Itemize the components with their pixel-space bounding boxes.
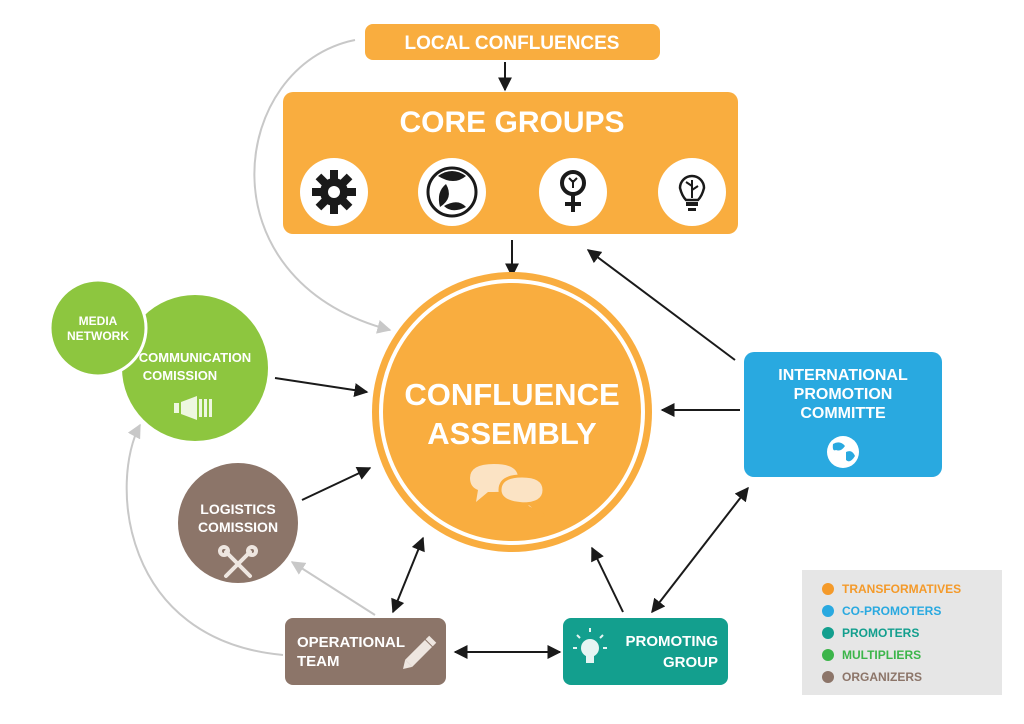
international-label-1: INTERNATIONAL xyxy=(778,367,908,384)
gear-icon xyxy=(300,158,368,226)
confluence-label: CONFLUENCE xyxy=(404,377,619,412)
tools-icon xyxy=(218,545,258,578)
legend-label-multipliers: MULTIPLIERS xyxy=(842,648,921,662)
arrow-logistics-to-assembly xyxy=(301,467,372,501)
promoting-group-node: PROMOTING GROUP xyxy=(563,618,728,685)
assembly-label: ASSEMBLY xyxy=(427,416,597,451)
megaphone-icon xyxy=(174,396,212,420)
leaves-cycle-icon xyxy=(418,158,486,226)
local-confluences-label: LOCAL CONFLUENCES xyxy=(405,33,620,54)
arrow-communication-to-assembly xyxy=(274,377,369,398)
female-symbol-icon xyxy=(539,158,607,226)
confluence-assembly-node: CONFLUENCE ASSEMBLY xyxy=(372,272,652,552)
pencil-icon xyxy=(403,635,437,669)
promoting-label-2: GROUP xyxy=(663,654,718,671)
lightbulb-sprout-icon xyxy=(658,158,726,226)
communication-label-2: COMISSION xyxy=(143,368,217,383)
international-committe-node: INTERNATIONAL PROMOTION COMMITTE xyxy=(744,352,942,477)
communication-comission-node: MEDIA NETWORK COMMUNICATION COMISSION xyxy=(48,278,268,441)
logistics-label-2: COMISSION xyxy=(198,519,278,535)
international-label-3: COMMITTE xyxy=(800,405,886,422)
legend-item-multipliers: MULTIPLIERS xyxy=(822,648,921,662)
lightbulb-icon xyxy=(573,628,607,663)
arrow-operational-to-logistics xyxy=(290,561,376,616)
core-groups-label: CORE GROUPS xyxy=(399,106,624,139)
arrow-operational-assembly xyxy=(391,536,425,614)
arrow-operational-to-communication xyxy=(125,423,284,656)
logistics-comission-node: LOGISTICS COMISSION xyxy=(178,463,298,583)
promoting-label-1: PROMOTING xyxy=(626,633,719,650)
international-label-2: PROMOTION xyxy=(794,386,893,403)
legend-label-organizers: ORGANIZERS xyxy=(842,670,922,684)
arrow-promoting-to-assembly xyxy=(591,546,624,613)
media-label-1: MEDIA xyxy=(79,314,118,328)
globe-icon xyxy=(827,436,859,468)
legend-item-promoters: PROMOTERS xyxy=(822,626,919,640)
media-label-2: NETWORK xyxy=(67,329,129,343)
legend-item-transformatives: TRANSFORMATIVES xyxy=(822,582,961,596)
arrow-local-to-assembly xyxy=(253,39,392,334)
legend: TRANSFORMATIVES CO-PROMOTERS PROMOTERS M… xyxy=(802,570,1002,695)
speech-bubbles-icon xyxy=(470,464,546,518)
operational-label-1: OPERATIONAL xyxy=(297,634,405,651)
legend-label-transformatives: TRANSFORMATIVES xyxy=(842,582,961,596)
communication-label-1: COMMUNICATION xyxy=(139,350,251,365)
arrow-international-to-core xyxy=(586,249,736,361)
logistics-label-1: LOGISTICS xyxy=(200,501,275,517)
legend-item-organizers: ORGANIZERS xyxy=(822,670,922,684)
legend-item-co-promoters: CO-PROMOTERS xyxy=(822,604,941,618)
local-confluences-node: LOCAL CONFLUENCES xyxy=(365,24,660,60)
legend-label-co-promoters: CO-PROMOTERS xyxy=(842,604,941,618)
legend-label-promoters: PROMOTERS xyxy=(842,626,919,640)
operational-label-2: TEAM xyxy=(297,653,340,670)
arrow-promoting-international xyxy=(651,486,749,614)
core-groups-node: CORE GROUPS xyxy=(283,92,738,234)
operational-team-node: OPERATIONAL TEAM xyxy=(285,618,446,685)
